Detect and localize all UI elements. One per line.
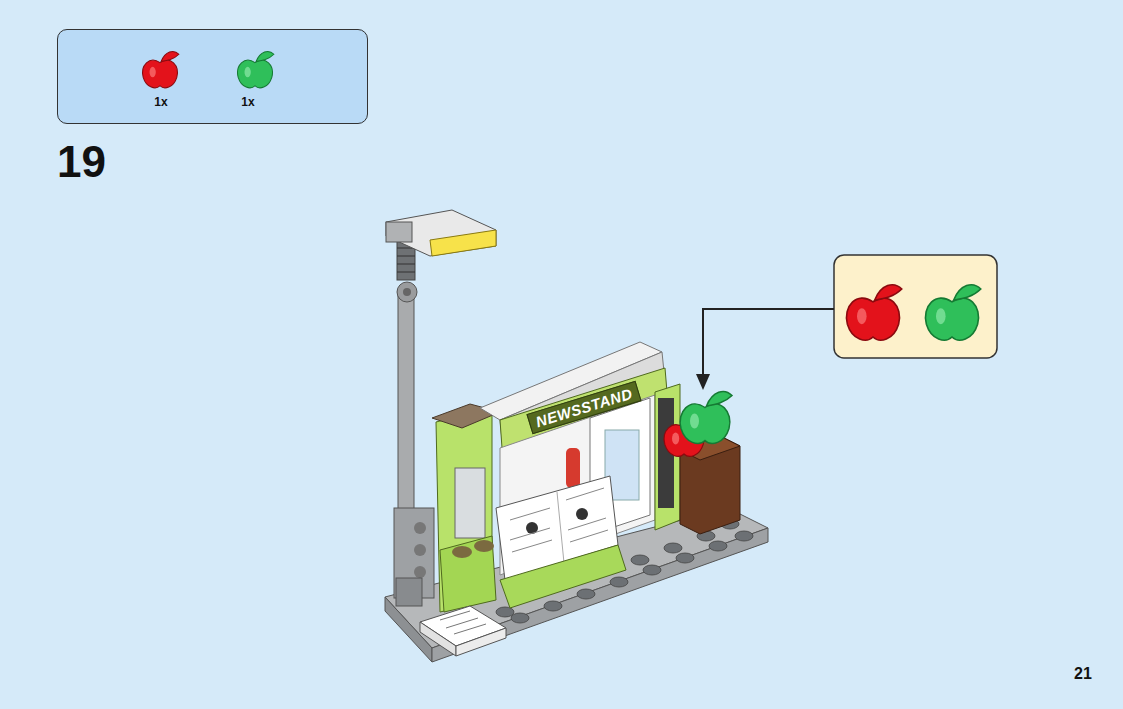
page-number: 21 — [1074, 665, 1092, 683]
parts-list-panel: 1x 1x — [57, 29, 368, 124]
part-quantity: 1x — [154, 95, 167, 109]
step-number: 19 — [57, 137, 106, 187]
sign-text: NEWSSTAND — [526, 380, 641, 433]
panel-fill — [57, 29, 368, 124]
part-quantity: 1x — [241, 95, 254, 109]
